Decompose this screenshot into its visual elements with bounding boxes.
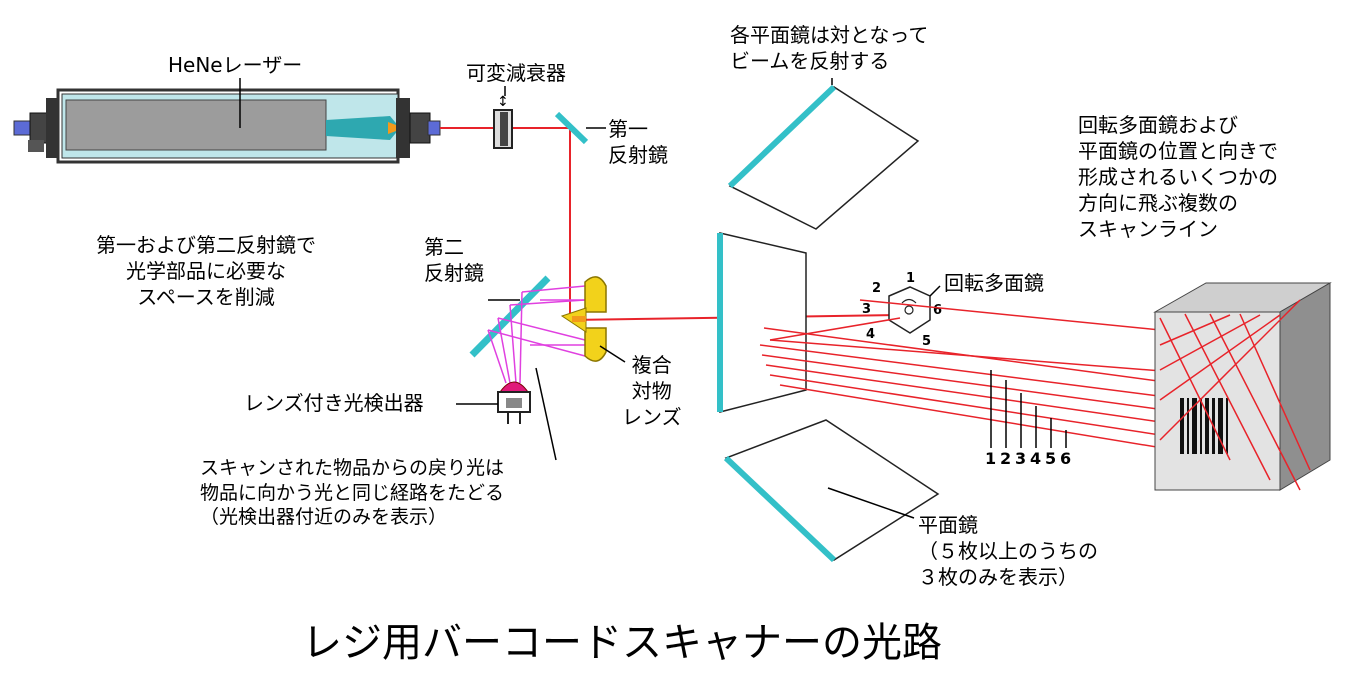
polygon-face-6: 6	[933, 303, 942, 318]
laser-bore	[326, 116, 400, 140]
return-ray	[509, 304, 517, 384]
polygon-face-5: 5	[922, 334, 931, 349]
lens-upper	[584, 276, 607, 313]
label-first-mirror: 第一 反射鏡	[608, 117, 668, 167]
box-scan-line	[1184, 313, 1271, 481]
scan-line-index: 1 2 3 4 5 6	[985, 370, 1071, 468]
flat-mirror-bottom	[723, 419, 940, 563]
rotating-polygon-mirror: 1 2 3 4 5 6	[862, 271, 942, 349]
polygon-face-1: 1	[906, 271, 915, 286]
box-scan-line	[1159, 314, 1231, 346]
flat-mirror-top-edge	[727, 84, 837, 189]
laser-right-flange	[409, 112, 431, 144]
flat-mirror-middle	[717, 232, 807, 413]
return-light-leader	[535, 367, 557, 461]
label-objective-lens: 複合 対物 レンズ	[622, 353, 682, 429]
box-scan-lines	[1159, 299, 1311, 491]
scan-line	[769, 317, 901, 341]
polygon-mirror-body	[888, 286, 931, 334]
detector-lens-dome	[499, 381, 529, 393]
polygon-face-2: 2	[872, 281, 881, 296]
flat-mirror-bottom-edge	[723, 455, 837, 563]
label-mirror-pairs: 各平面鏡は対となって ビームを反射する	[730, 23, 929, 73]
polygon-axis	[904, 305, 914, 315]
label-hene-laser: HeNeレーザー	[168, 53, 303, 77]
flat-mirror-middle-plane	[719, 232, 807, 413]
polygon-face-4: 4	[866, 327, 875, 342]
label-flat-mirror: 平面鏡 （５枚以上のうちの ３枚のみを表示）	[918, 513, 1098, 589]
scan-target-box	[1153, 282, 1332, 491]
attenuator-filter	[500, 112, 508, 146]
label-detector: レンズ付き光検出器	[244, 391, 424, 415]
return-ray	[487, 329, 507, 384]
return-light-paths	[487, 285, 586, 384]
laser-left-cap	[13, 120, 33, 136]
return-ray	[497, 317, 511, 384]
return-ray	[487, 329, 586, 357]
lens-lower	[584, 327, 607, 362]
hene-laser	[13, 78, 441, 164]
scan-index-5: 5	[1045, 449, 1056, 468]
box-scan-line	[1159, 317, 1231, 461]
label-return-light: スキャンされた物品からの戻り光は 物品に向かう光と同じ経路をたどる （光検出器付…	[200, 457, 505, 529]
detector-chip	[506, 398, 522, 408]
compound-objective-lens	[560, 276, 626, 363]
laser-foot	[28, 140, 44, 152]
return-ray	[509, 299, 586, 306]
laser-gas-tube	[65, 99, 327, 151]
scan-index-4: 4	[1030, 449, 1041, 468]
label-variable-attenuator: 可変減衰器	[466, 61, 566, 85]
objective-leader	[599, 345, 626, 363]
label-polygon-mirror: 回転多面鏡	[944, 271, 1044, 295]
flat-mirror-bottom-leader	[827, 487, 915, 519]
attenuator-arrow-icon: ↕	[497, 94, 509, 110]
photodetector-with-lens	[456, 367, 557, 461]
box-scan-line	[1159, 299, 1301, 441]
variable-attenuator: ↕	[493, 86, 513, 149]
box-scan-line	[1209, 313, 1301, 491]
lens-small-mirror	[572, 316, 586, 322]
label-second-mirror: 第二 反射鏡	[424, 235, 484, 285]
polygon-leader	[929, 285, 941, 297]
scan-index-6: 6	[1060, 449, 1071, 468]
laser-right-body	[396, 98, 410, 158]
return-ray	[521, 285, 586, 293]
scan-line	[859, 299, 1161, 331]
rotation-arrow-icon	[901, 298, 917, 304]
label-scan-lines: 回転多面鏡および 平面鏡の位置と向きで 形成されるいくつかの 方向に飛ぶ複数の …	[1078, 113, 1278, 241]
first-mirror	[554, 111, 589, 145]
box-scan-line	[1239, 313, 1311, 471]
flat-mirror-top	[727, 78, 920, 230]
return-ray	[519, 291, 523, 384]
laser-right-cap	[427, 120, 441, 136]
scan-index-2: 2	[1000, 449, 1011, 468]
label-space-saving: 第一および第二反射鏡で 光学部品に必要な スペースを削減	[96, 233, 316, 309]
box-scan-line	[1159, 314, 1261, 371]
scan-index-1: 1	[985, 449, 996, 468]
scan-index-3: 3	[1015, 449, 1026, 468]
polygon-face-3: 3	[862, 302, 871, 317]
box-scan-line	[1159, 314, 1281, 401]
diagram-title: レジ用バーコードスキャナーの光路	[302, 620, 942, 666]
return-ray	[497, 317, 586, 341]
